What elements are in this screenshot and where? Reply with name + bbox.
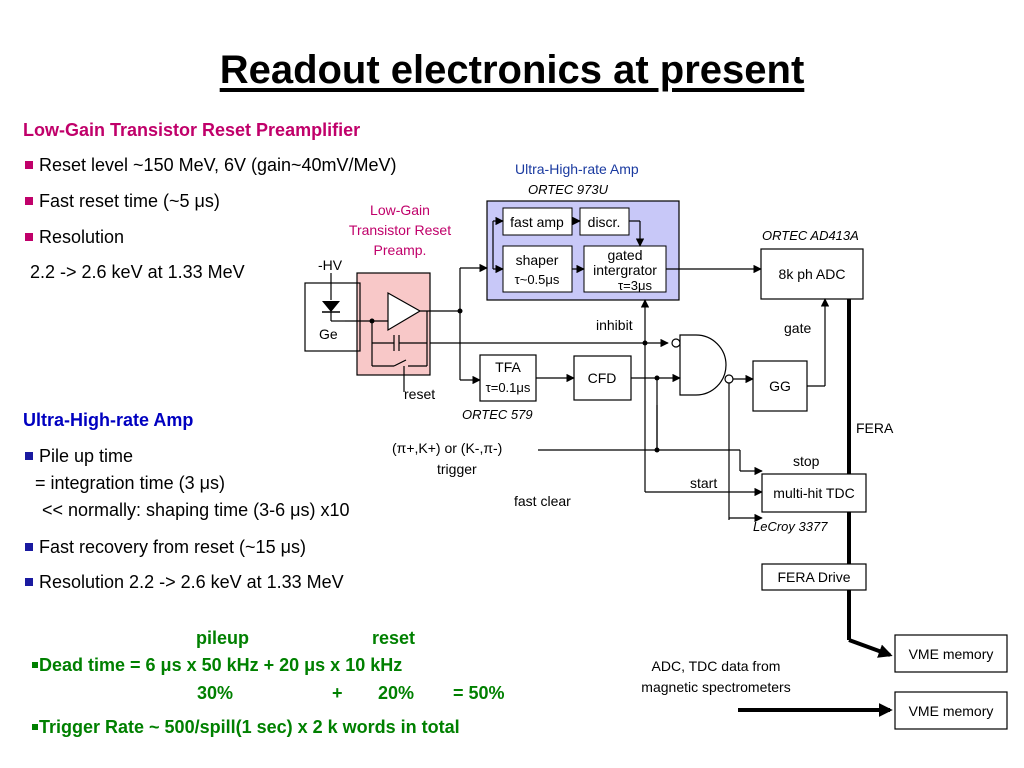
junction-dot xyxy=(654,375,660,381)
junction-dot xyxy=(369,318,375,324)
resolution-detail: 2.2 -> 2.6 keV at 1.33 MeV xyxy=(30,262,245,282)
tdc-model: LeCroy 3377 xyxy=(753,519,828,534)
ge-detector-box xyxy=(304,282,361,352)
inverter-bubble-out xyxy=(724,374,734,384)
gg-box xyxy=(752,360,808,412)
opamp-symbol xyxy=(387,291,422,332)
ge-label: Ge xyxy=(319,326,338,342)
gate-label: gate xyxy=(784,320,811,336)
shaper-label: shaper xyxy=(516,252,559,268)
tfa-label: TFA xyxy=(495,359,521,375)
bullet-square-icon xyxy=(25,543,33,552)
tdc-label: multi-hit TDC xyxy=(773,485,854,501)
diode-icon xyxy=(322,301,340,312)
shaper-tau: τ~0.5μs xyxy=(515,272,560,287)
bullet-fast-reset: Fast reset time (~5 μs) xyxy=(25,191,220,212)
fera-drive-label: FERA Drive xyxy=(777,569,850,585)
deadtime-reset-label: reset xyxy=(372,628,416,648)
discr-label: discr. xyxy=(588,214,621,230)
tfa-model: ORTEC 579 xyxy=(462,407,533,422)
bullet-square-icon xyxy=(25,578,33,587)
preamp-label-line2: Transistor Reset xyxy=(349,222,451,238)
gated-integrator-box xyxy=(583,245,667,293)
stop-label: stop xyxy=(793,453,820,469)
fast-amp-label: fast amp xyxy=(510,214,564,230)
adc-model: ORTEC AD413A xyxy=(762,228,859,243)
deadtime-plus: + xyxy=(332,683,343,703)
tdc-box xyxy=(761,473,867,513)
bullet-fast-recovery: Fast recovery from reset (~15 μs) xyxy=(25,537,306,558)
deadtime-pct1: 30% xyxy=(197,683,234,703)
trigger-label: trigger xyxy=(437,461,477,477)
bullet-square-icon xyxy=(25,233,33,242)
page-title: Readout electronics at present xyxy=(219,48,805,92)
cfd-box xyxy=(573,355,632,401)
deadtime-pct2: 20% xyxy=(378,683,415,703)
tfa-box xyxy=(479,354,537,402)
gg-label: GG xyxy=(769,378,791,394)
vme-memory-label-1: VME memory xyxy=(909,646,994,662)
fast-clear-label: fast clear xyxy=(514,493,571,509)
reset-label: reset xyxy=(404,386,435,402)
preamp-heading: Low-Gain Transistor Reset Preamplifier xyxy=(23,120,361,140)
start-label: start xyxy=(690,475,717,491)
bullet-resolution-2: Resolution 2.2 -> 2.6 keV at 1.33 MeV xyxy=(25,572,344,593)
inhibit-label: inhibit xyxy=(596,317,633,333)
uha-group-title: Ultra-High-rate Amp xyxy=(515,161,639,177)
fera-to-vme xyxy=(848,638,893,658)
inverter-bubble xyxy=(671,338,681,348)
junction-dot xyxy=(457,308,463,314)
cfd-label: CFD xyxy=(588,370,617,386)
bullet-resolution: Resolution xyxy=(25,227,124,248)
shaper-box xyxy=(502,245,573,293)
deadtime-pileup-label: pileup xyxy=(196,628,249,648)
integrator-label: intergrator xyxy=(593,262,657,278)
pileup-line2: = integration time (3 μs) xyxy=(35,473,225,493)
uha-model: ORTEC 973U xyxy=(528,182,609,197)
and-gate-symbol xyxy=(679,334,727,396)
fera-drive-box xyxy=(761,563,867,591)
bullet-square-icon xyxy=(25,161,33,170)
trigger-particles: (π+,K+) or (K-,π-) xyxy=(392,440,502,456)
vme-memory-box-2 xyxy=(894,691,1008,730)
hv-label: -HV xyxy=(318,257,343,273)
deadtime-formula: Dead time = 6 μs x 50 kHz + 20 μs x 10 k… xyxy=(32,655,402,676)
bullet-square-icon xyxy=(25,452,33,461)
preamp-label-line1: Low-Gain xyxy=(370,202,430,218)
discr-box xyxy=(579,207,630,236)
spectro-line1: ADC, TDC data from xyxy=(652,658,781,674)
uha-heading: Ultra-High-rate Amp xyxy=(23,410,194,430)
adc-label: 8k ph ADC xyxy=(779,266,846,282)
integrator-tau: τ=3μs xyxy=(618,278,652,293)
preamp-label-line3: Preamp. xyxy=(374,242,427,258)
fera-label: FERA xyxy=(856,420,894,436)
bullet-square-icon xyxy=(32,723,38,730)
gated-label: gated xyxy=(607,247,642,263)
bullet-square-icon xyxy=(25,197,33,206)
vme-memory-label-2: VME memory xyxy=(909,703,994,719)
pileup-line3: << normally: shaping time (3-6 μs) x10 xyxy=(42,500,350,520)
fast-amp-box xyxy=(502,207,573,236)
bullet-pileup: Pile up time xyxy=(25,446,133,467)
tfa-tau: τ=0.1μs xyxy=(486,380,531,395)
spectro-line2: magnetic spectrometers xyxy=(641,679,790,695)
deadtime-result: = 50% xyxy=(453,683,505,703)
bullet-square-icon xyxy=(32,661,38,668)
adc-box xyxy=(760,248,864,300)
bullet-reset-level: Reset level ~150 MeV, 6V (gain~40mV/MeV) xyxy=(25,155,397,176)
trigger-rate: Trigger Rate ~ 500/spill(1 sec) x 2 k wo… xyxy=(32,717,460,738)
vme-memory-box-1 xyxy=(894,634,1008,673)
